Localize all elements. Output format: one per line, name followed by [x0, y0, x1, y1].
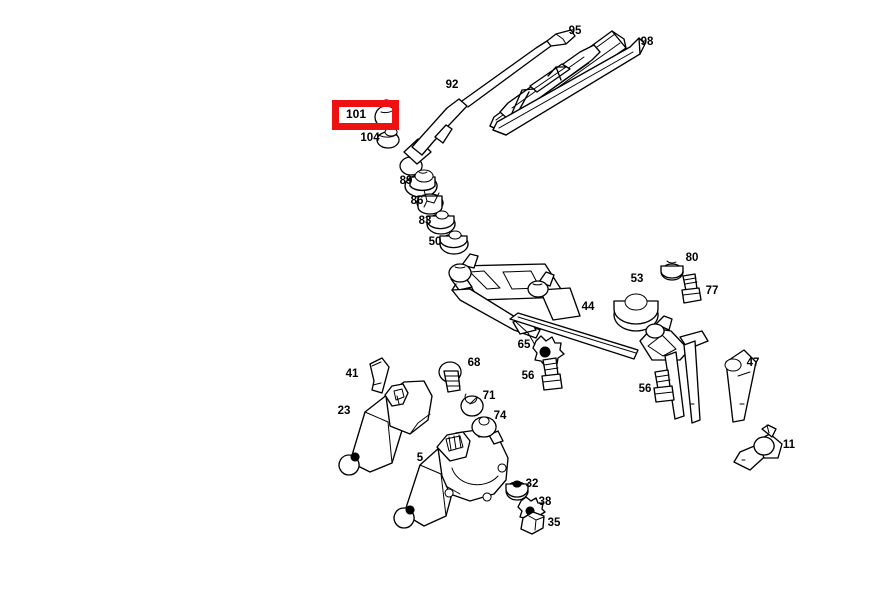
part-32-washer: [505, 480, 529, 501]
part-92-wiper-arm: [399, 29, 576, 176]
part-label-56-left: 56: [522, 370, 535, 382]
part-label-5: 5: [417, 452, 424, 464]
part-23-wiper-motor: [338, 380, 433, 476]
part-label-77: 77: [706, 285, 719, 297]
part-label-23: 23: [338, 405, 351, 417]
part-77-bolt: [681, 273, 702, 304]
part-label-83: 83: [419, 215, 432, 227]
right-pivot-housing: [639, 315, 709, 424]
wiper-linkage-frame: [448, 253, 581, 339]
part-label-68: 68: [468, 357, 481, 369]
part-44-connecting-rod: [509, 312, 639, 360]
selected-part-highlight[interactable]: [332, 100, 399, 130]
part-56-bolt-left: [541, 357, 563, 391]
part-5-wiper-motor-gearbox: [393, 423, 509, 529]
part-label-50: 50: [429, 236, 442, 248]
part-label-47: 47: [747, 357, 760, 369]
part-label-32: 32: [526, 478, 539, 490]
part-label-38: 38: [539, 496, 552, 508]
part-label-86: 86: [411, 195, 424, 207]
part-80-cap: [660, 260, 684, 281]
part-label-95: 95: [569, 25, 582, 37]
part-label-35: 35: [548, 517, 561, 529]
part-label-65: 65: [518, 339, 531, 351]
part-label-80: 80: [686, 252, 699, 264]
part-label-104: 104: [360, 132, 380, 144]
part-47-crank-arm: [724, 349, 757, 423]
part-83-washer: [426, 210, 456, 235]
part-104-nut-cover: [376, 127, 400, 149]
part-41-cover-clip: [369, 357, 390, 394]
part-53-rubber-bushing: [613, 293, 659, 332]
part-56-bolt-right: [653, 369, 675, 403]
part-11-ball-joint: [733, 424, 783, 471]
part-label-98: 98: [641, 36, 654, 48]
part-68-dome-head-bolt: [438, 361, 462, 393]
part-label-92: 92: [446, 79, 459, 91]
part-label-101: 101: [346, 107, 366, 121]
part-label-71: 71: [483, 390, 496, 402]
part-71-lock-washer: [460, 393, 484, 417]
part-50-seal-ring: [439, 230, 469, 255]
part-86-pivot-nut: [416, 189, 444, 215]
part-number-labels: 101 104 92 95 98 89 86 83 50 44 53 80 77…: [338, 25, 796, 529]
part-label-74: 74: [494, 410, 507, 422]
part-label-89: 89: [400, 175, 413, 187]
part-label-56-right: 56: [639, 383, 652, 395]
part-label-53: 53: [631, 273, 644, 285]
part-74-flat-washer: [471, 416, 497, 438]
part-label-41: 41: [346, 368, 359, 380]
part-35-hex-nut: [520, 511, 545, 535]
part-label-11: 11: [783, 439, 796, 451]
part-98-blade-rubber-insert: [492, 37, 646, 136]
part-label-44: 44: [582, 301, 595, 313]
